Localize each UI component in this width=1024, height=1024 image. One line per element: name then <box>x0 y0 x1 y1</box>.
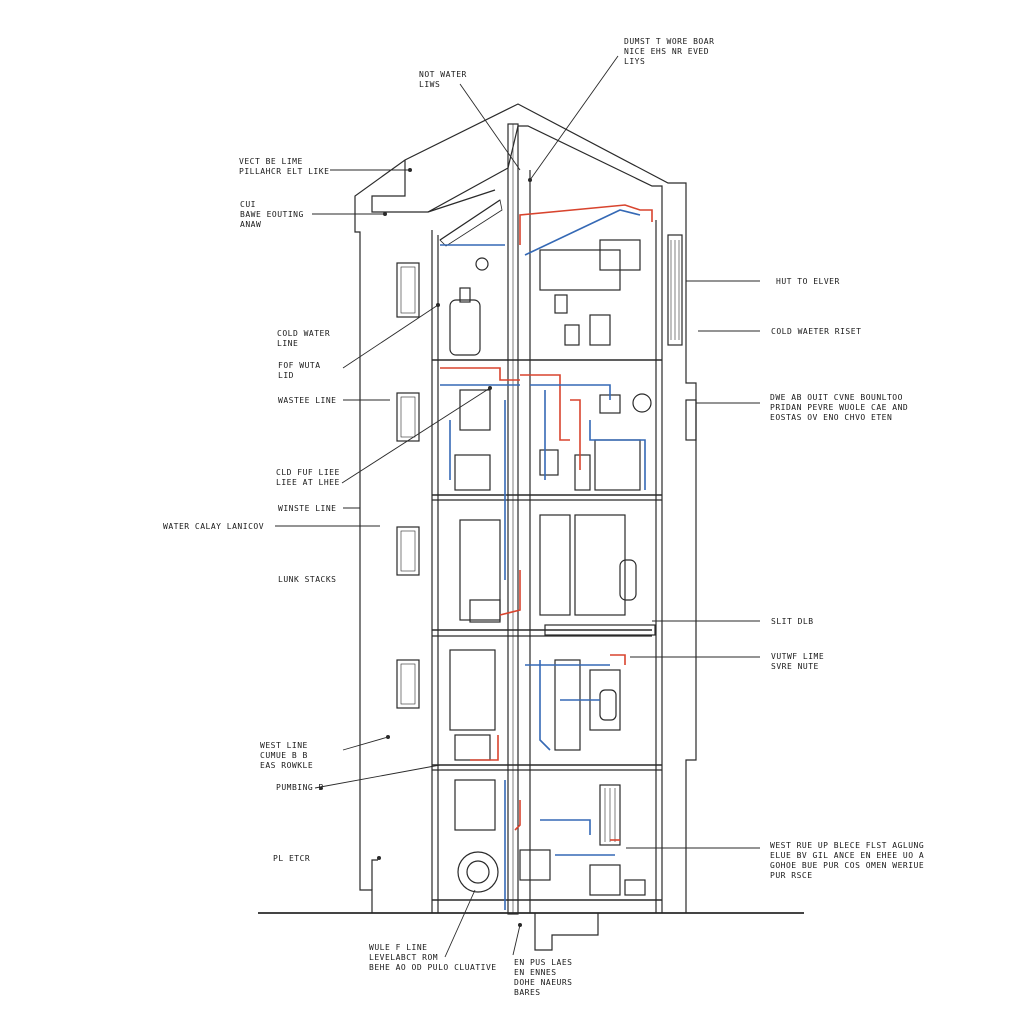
window <box>396 526 420 576</box>
leader-dots <box>319 168 532 927</box>
label-top-right: DUMST T WORE BOAR NICE EHS NR EVED LIYS <box>624 37 715 66</box>
label-lunk-stacks: LUNK STACKS <box>278 575 337 584</box>
cold-water-lines <box>440 209 646 910</box>
label-cold-water-riser: COLD WAETER RISET <box>771 327 862 336</box>
window <box>396 392 420 442</box>
radiator <box>599 784 621 846</box>
outer-wall <box>354 103 697 913</box>
facade-panel <box>667 234 683 346</box>
label-vent-line: VECT BE LIME PILLAHCR ELT LIKE <box>239 157 330 176</box>
label-hot-water-building: DWE AB OUIT CVNE BOUNLTOO PRIDAN PEVRE W… <box>770 393 909 422</box>
hot-water-lines <box>440 204 653 841</box>
sewer-outlet <box>534 913 599 951</box>
label-roof-venting: CUI BAWE EOUTING ANAW <box>240 200 304 229</box>
building-outline <box>258 103 804 951</box>
label-west-building-notes: WEST RUE UP BLECE FLST AGLUNG ELUE BV GI… <box>770 841 925 880</box>
label-hot-water-lid: FOF WUTA LID <box>278 361 321 380</box>
label-hot-to-elver: HUT TO ELVER <box>776 277 840 286</box>
label-cold-hot-lines: CLD FUF LIEE LIEE AT LHEE <box>276 468 340 487</box>
label-cold-water-line: COLD WATER LINE <box>277 329 331 348</box>
label-plumbing: PUMBING B <box>276 783 324 792</box>
window <box>396 659 420 709</box>
label-slit-dlb: SLIT DLB <box>771 617 814 626</box>
label-bottom-left: WULE F LINE LEVELABCT ROM BEHE AO OD PUL… <box>369 943 497 972</box>
roof-insulation <box>439 199 503 247</box>
leader-lines <box>275 55 760 958</box>
boiler <box>457 851 499 893</box>
window <box>396 262 420 318</box>
water-heater <box>449 299 481 356</box>
label-waste-line-1: WASTEE LINE <box>278 396 337 405</box>
label-west-line: WEST LINE CUMUE B B EAS ROWKLE <box>260 741 314 770</box>
label-hot-water: NOT WATER LIWS <box>419 70 467 89</box>
label-bottom-right: EN PUS LAES EN ENNES DOHE NAEURS BARES <box>514 958 573 997</box>
label-vent-line-mid: VUTWF LIME SVRE NUTE <box>771 652 825 671</box>
label-water-supply: WATER CALAY LANICOV <box>163 522 265 531</box>
label-waste-line-2: WINSTE LINE <box>278 504 337 513</box>
meter <box>632 393 652 413</box>
label-pl-etcr: PL ETCR <box>273 854 311 863</box>
